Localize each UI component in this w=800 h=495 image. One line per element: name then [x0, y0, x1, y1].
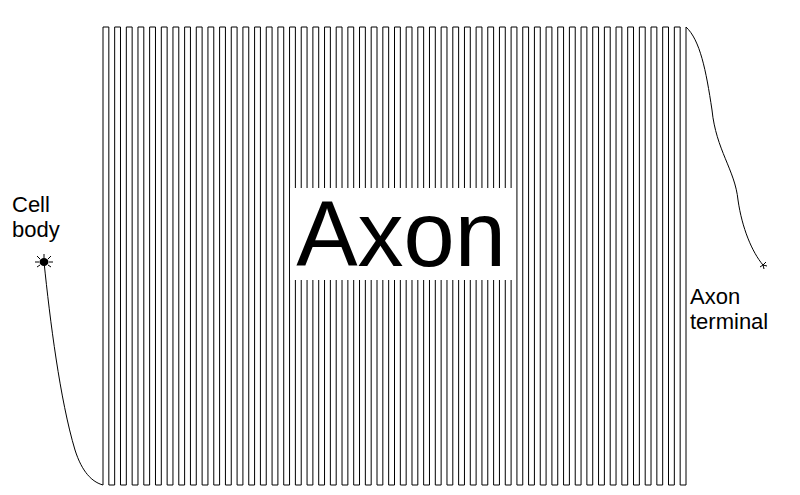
cell-body-label: Cell body [12, 192, 72, 243]
axon-initial-segment [44, 262, 103, 485]
axon-end-segment [686, 27, 763, 265]
axon-terminal-symbol [760, 262, 767, 269]
axon-zigzag [103, 27, 686, 485]
cell-body-symbol [35, 254, 53, 267]
axon-label: Axon [290, 188, 512, 280]
axon-terminal-label: Axon terminal [690, 284, 796, 335]
